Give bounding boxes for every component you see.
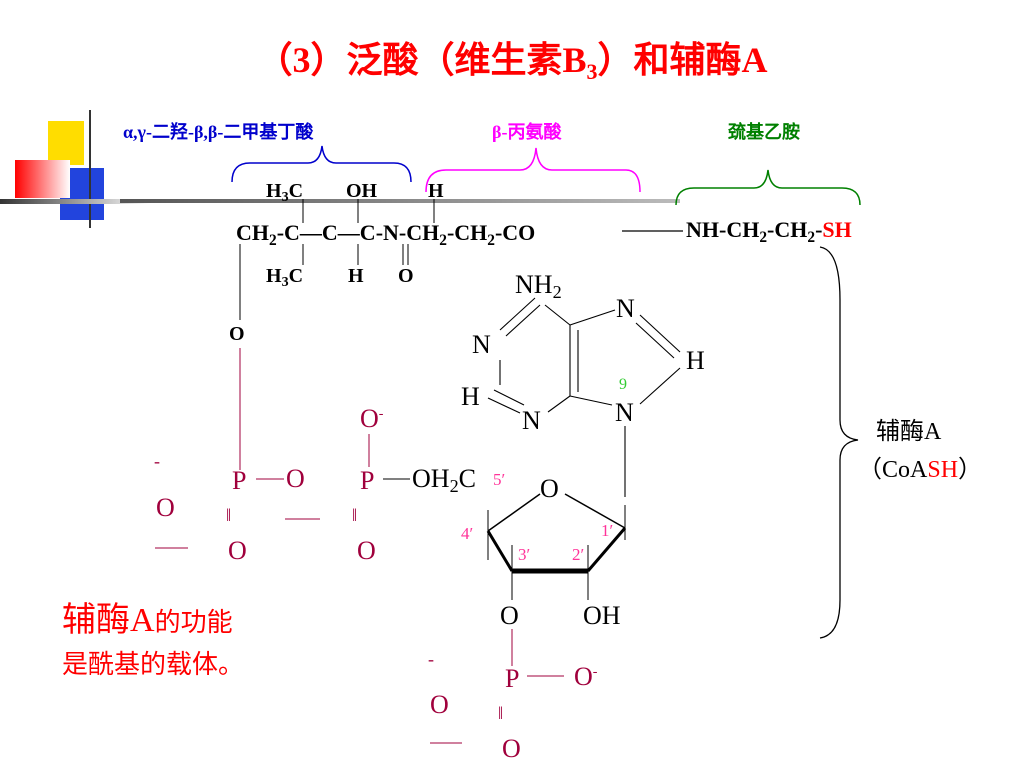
oh2-prime: OH <box>583 601 621 630</box>
o3-prime: O <box>500 601 519 630</box>
nh2-group: NH2 <box>515 270 562 303</box>
phosphorus-2: P <box>360 466 375 495</box>
coa-label-line1: 辅酶A <box>876 419 942 445</box>
o-bottom-2: O <box>357 536 376 565</box>
yellow-square <box>48 121 84 165</box>
h2: H <box>461 382 480 411</box>
horizontal-rule <box>120 199 680 203</box>
title-post: ）和辅酶A <box>597 40 768 80</box>
neg-charge-3p: - <box>428 649 434 669</box>
o-left-3p: O <box>430 690 449 719</box>
o-bottom-1: O <box>228 536 247 565</box>
page-title: （3）泛酸（维生素B3）和辅酶A <box>0 40 1024 83</box>
o-left: O <box>156 493 175 522</box>
position-9-label: 9 <box>619 376 627 393</box>
ring-o: O <box>540 474 559 503</box>
decorative-logo <box>0 110 150 228</box>
title-sub: 3 <box>586 59 598 84</box>
n3: N <box>522 406 541 435</box>
coa-brace <box>819 246 859 639</box>
main-chain: CH2-C—C—C-N-CH2-CH2-CO <box>236 220 536 249</box>
ester-o: O <box>229 323 245 345</box>
red-gradient-square <box>15 160 70 198</box>
bridge-o: O <box>286 464 305 493</box>
top-h: H <box>428 180 444 202</box>
ribose-ring <box>486 493 627 600</box>
horizontal-rule-left <box>0 199 150 204</box>
top-oh: OH <box>346 180 378 202</box>
o-minus-top: O- <box>360 404 384 433</box>
pantoic-brace <box>231 145 412 183</box>
coa-label-line2: （CoASH） <box>858 457 983 483</box>
c1-label: 1′ <box>601 521 614 540</box>
bottom-h: H <box>348 265 364 287</box>
c2-label: 2′ <box>572 545 585 564</box>
c5-label: 5′ <box>493 470 506 489</box>
o-bottom-3p: O <box>502 734 521 763</box>
n9: N <box>615 398 634 427</box>
c3-label: 3′ <box>518 545 531 564</box>
beta-alanine-label: β-丙氨酸 <box>492 122 562 142</box>
bottom-o: O <box>398 265 414 287</box>
phosphorus-3: P <box>505 664 520 693</box>
adenine-ring <box>487 297 681 497</box>
neg-charge-left: - <box>154 451 160 471</box>
pantoic-acid-label: α,γ-二羟-β,β-二甲基丁酸 <box>123 122 314 142</box>
n1: N <box>472 330 491 359</box>
function-line2: 是酰基的载体。 <box>62 650 245 679</box>
title-pre: （3）泛酸（维生素B <box>256 40 587 80</box>
cysteamine-brace <box>675 169 861 206</box>
alanine-brace <box>425 147 641 193</box>
och2c-group: OH2C <box>412 464 476 497</box>
double-bond-1: ‖ <box>226 505 232 525</box>
h8: H <box>686 346 705 375</box>
cysteamine-label: 巯基乙胺 <box>728 122 800 142</box>
double-bond-3: ‖ <box>498 703 504 723</box>
c4-label: 4′ <box>461 524 474 543</box>
top-h3c: H3C <box>266 180 304 206</box>
cysteamine-chain: NH-CH2-CH2-SH <box>686 217 852 246</box>
double-bond-2: ‖ <box>352 505 358 525</box>
n7: N <box>616 294 635 323</box>
sh-group: SH <box>822 217 852 242</box>
phosphorus-1: P <box>232 466 247 495</box>
o-minus-3p: O- <box>574 662 598 691</box>
bottom-h3c: H3C <box>266 265 304 291</box>
function-line1: 辅酶A的功能 <box>62 602 233 639</box>
